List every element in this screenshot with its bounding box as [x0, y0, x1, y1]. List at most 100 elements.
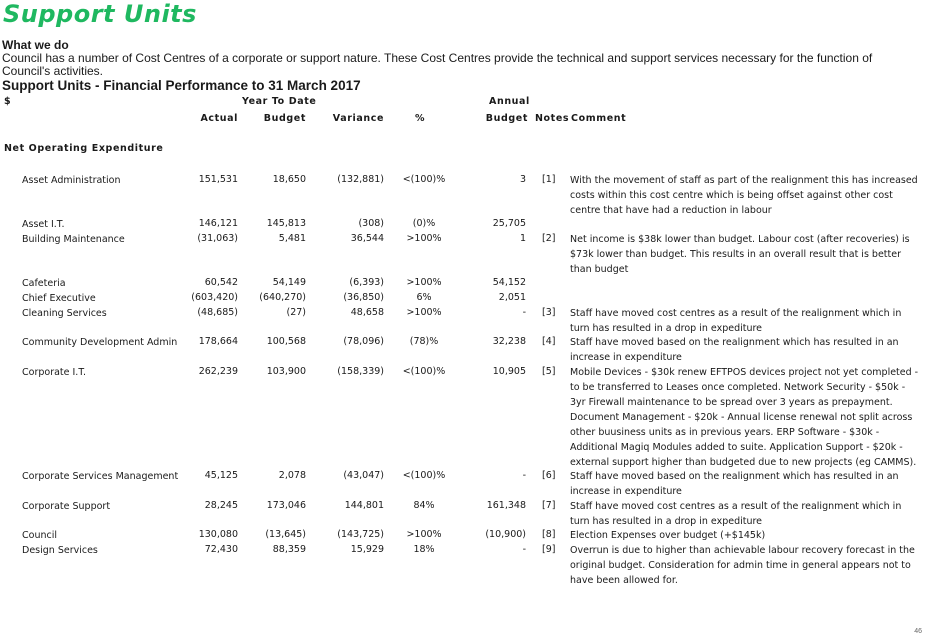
- row-budget: 54,149: [272, 277, 306, 288]
- page-number: 46: [914, 628, 922, 635]
- row-variance: (308): [358, 218, 384, 229]
- row-annual: -: [522, 470, 526, 481]
- actual-header: Actual: [200, 113, 238, 124]
- row-label: Corporate Services Management: [22, 471, 179, 482]
- row-budget: (27): [286, 307, 306, 318]
- row-variance: (6,393): [349, 277, 384, 288]
- row-note: [6]: [542, 470, 556, 481]
- row-pct: >100%: [406, 307, 442, 318]
- row-actual: (603,420): [191, 292, 238, 303]
- row-label: Design Services: [22, 545, 98, 556]
- row-actual: (48,685): [197, 307, 238, 318]
- row-budget: 173,046: [266, 500, 306, 511]
- row-note: [7]: [542, 500, 556, 511]
- row-actual: 72,430: [204, 544, 238, 555]
- row-label: Asset I.T.: [22, 219, 65, 230]
- row-comment: Staff have moved cost centres as a resul…: [570, 308, 902, 334]
- row-actual: (31,063): [197, 233, 238, 244]
- pct-header: %: [414, 113, 426, 124]
- row-variance: 15,929: [350, 544, 384, 555]
- row-budget: 88,359: [272, 544, 306, 555]
- row-actual: 146,121: [198, 218, 238, 229]
- row-variance: 144,801: [344, 500, 384, 511]
- row-annual: 2,051: [498, 292, 526, 303]
- row-budget: (13,645): [265, 529, 306, 540]
- row-comment: Staff have moved cost centres as a resul…: [570, 501, 902, 527]
- row-pct: >100%: [406, 233, 442, 244]
- row-annual: 3: [519, 174, 526, 185]
- row-variance: (43,047): [343, 470, 384, 481]
- row-annual: 32,238: [492, 336, 526, 347]
- row-annual: 10,905: [492, 366, 526, 377]
- row-label: Cafeteria: [22, 278, 66, 289]
- intro-paragraph: Council has a number of Cost Centres of …: [2, 51, 873, 78]
- row-annual: -: [522, 307, 526, 318]
- row-label: Corporate Support: [22, 501, 111, 512]
- row-variance: (143,725): [337, 529, 384, 540]
- currency-header: $: [4, 96, 12, 107]
- row-budget: 18,650: [272, 174, 306, 185]
- row-budget: 145,813: [266, 218, 306, 229]
- row-label: Building Maintenance: [22, 234, 125, 245]
- annual-header: Annual: [489, 96, 530, 107]
- row-label: Community Development Admin: [22, 337, 178, 348]
- section-heading: Net Operating Expenditure: [4, 143, 164, 154]
- row-actual: 130,080: [198, 529, 238, 540]
- row-actual: 60,542: [204, 277, 238, 288]
- row-budget: 5,481: [278, 233, 306, 244]
- row-annual: -: [522, 544, 526, 555]
- variance-header: Variance: [332, 113, 384, 124]
- row-comment: Election Expenses over budget (+$145k): [570, 530, 766, 541]
- row-budget: (640,270): [259, 292, 306, 303]
- row-note: [3]: [542, 307, 556, 318]
- row-budget: 103,900: [266, 366, 306, 377]
- row-variance: (132,881): [337, 174, 384, 185]
- row-actual: 262,239: [198, 366, 238, 377]
- row-annual: 1: [519, 233, 526, 244]
- row-pct: <(100)%: [402, 470, 446, 481]
- row-variance: (36,850): [343, 292, 384, 303]
- table-title: Support Units - Financial Performance to…: [2, 78, 361, 93]
- row-label: Corporate I.T.: [22, 367, 87, 378]
- row-variance: (158,339): [337, 366, 384, 377]
- row-variance: (78,096): [343, 336, 384, 347]
- row-pct: 84%: [413, 500, 435, 511]
- row-actual: 45,125: [204, 470, 238, 481]
- row-comment: Overrun is due to higher than achievable…: [570, 545, 915, 586]
- row-actual: 178,664: [198, 336, 238, 347]
- row-label: Asset Administration: [22, 175, 121, 186]
- row-pct: <(100)%: [402, 366, 446, 377]
- row-comment: Mobile Devices - $30k renew EFTPOS devic…: [570, 367, 919, 468]
- row-comment: Staff have moved based on the realignmen…: [570, 337, 899, 363]
- row-pct: <(100)%: [402, 174, 446, 185]
- what-we-do-heading: What we do: [2, 38, 69, 52]
- row-note: [8]: [542, 529, 556, 540]
- row-pct: (78)%: [409, 336, 439, 347]
- ytd-header: Year To Date: [242, 96, 317, 107]
- row-note: [2]: [542, 233, 556, 244]
- row-comment: Net income is $38k lower than budget. La…: [570, 234, 910, 275]
- row-pct: >100%: [406, 277, 442, 288]
- row-annual: (10,900): [485, 529, 526, 540]
- row-label: Chief Executive: [22, 293, 96, 304]
- row-annual: 54,152: [492, 277, 526, 288]
- annual-budget-header: Budget: [485, 113, 528, 124]
- row-budget: 2,078: [278, 470, 306, 481]
- row-label: Cleaning Services: [22, 308, 107, 319]
- row-comment: With the movement of staff as part of th…: [570, 175, 918, 216]
- row-label: Council: [22, 530, 57, 541]
- row-pct: >100%: [406, 529, 442, 540]
- notes-header: Notes: [535, 113, 570, 124]
- row-budget: 100,568: [266, 336, 306, 347]
- row-comment: Staff have moved based on the realignmen…: [570, 471, 899, 497]
- row-annual: 25,705: [492, 218, 526, 229]
- row-variance: 48,658: [350, 307, 384, 318]
- row-actual: 151,531: [198, 174, 238, 185]
- row-note: [1]: [542, 174, 556, 185]
- row-annual: 161,348: [486, 500, 526, 511]
- row-note: [4]: [542, 336, 556, 347]
- row-variance: 36,544: [350, 233, 384, 244]
- row-pct: 6%: [416, 292, 432, 303]
- row-note: [9]: [542, 544, 556, 555]
- row-pct: (0)%: [412, 218, 436, 229]
